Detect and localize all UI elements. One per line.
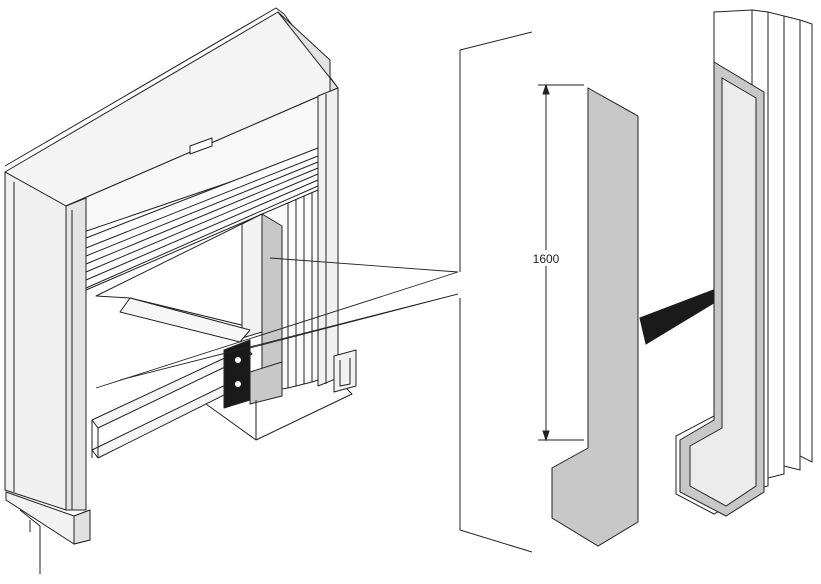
curtain-pleat-4 bbox=[783, 15, 801, 471]
bumper-bolt-2 bbox=[235, 381, 241, 387]
curtain-detail bbox=[675, 9, 813, 517]
floor-rails bbox=[91, 297, 255, 459]
curtain-pleat-5 bbox=[799, 19, 813, 463]
dock-door-assembly bbox=[4, 7, 357, 574]
dim-label-bg bbox=[528, 250, 564, 266]
left-foot-block bbox=[73, 509, 91, 545]
leader-lines bbox=[95, 257, 459, 389]
right-foot bbox=[333, 349, 357, 393]
dim-arrow-bottom bbox=[542, 430, 550, 442]
right-foot-detail bbox=[339, 358, 351, 387]
seal-part-detail bbox=[551, 87, 639, 547]
detail-bracket bbox=[459, 31, 533, 553]
bumper-bolt-1 bbox=[235, 357, 241, 363]
curtain-pleat-3 bbox=[767, 11, 785, 479]
hood-slot bbox=[189, 137, 213, 155]
ground-mount bbox=[19, 509, 41, 574]
seal-outline-inner bbox=[689, 77, 757, 507]
left-post-inner bbox=[65, 197, 87, 511]
interior-post bbox=[241, 213, 263, 339]
roller-door-slats bbox=[85, 147, 319, 291]
platform-block bbox=[249, 361, 283, 405]
base-outline bbox=[205, 387, 353, 441]
dim-arrow-top bbox=[542, 83, 550, 95]
dimension-label: 1600 bbox=[533, 252, 560, 266]
seal-part bbox=[551, 87, 639, 547]
right-post-front bbox=[317, 87, 339, 387]
hood-back-edge bbox=[4, 7, 285, 167]
